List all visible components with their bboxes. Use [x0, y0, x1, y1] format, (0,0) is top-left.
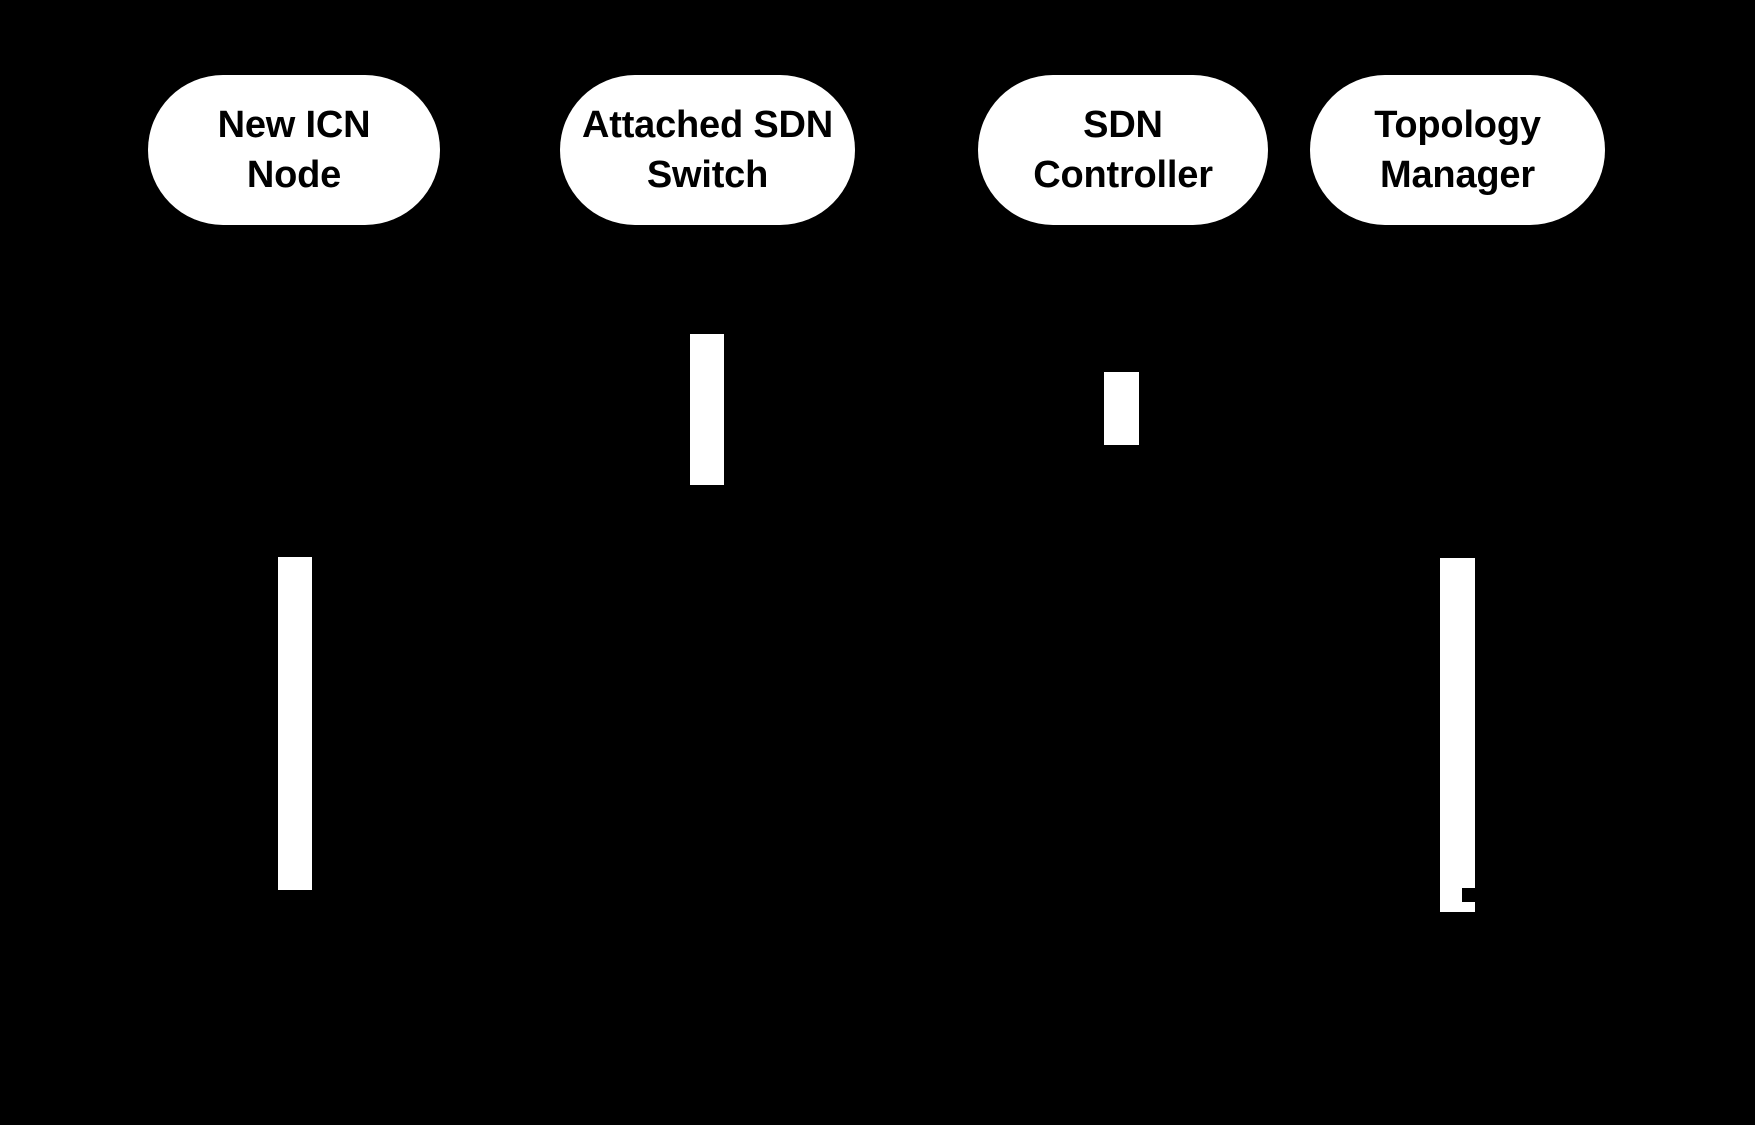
- message-arrowhead-3: [724, 437, 740, 455]
- activation-bar-sdn-controller: [1104, 372, 1139, 445]
- participant-label-line2-new-icn-node: Node: [246, 154, 342, 196]
- participant-label-line1-topology-manager: Topology: [1374, 104, 1541, 146]
- participant-label-attached-sdn-switch: Attached SDN Switch: [582, 100, 833, 200]
- message-arrowhead-5: [1424, 550, 1440, 568]
- participant-label-line1-attached-sdn-switch: Attached SDN: [582, 104, 833, 146]
- participant-label-line1-sdn-controller: SDN: [1083, 104, 1163, 146]
- participant-new-icn-node[interactable]: New ICN Node: [148, 75, 440, 225]
- lifeline-attached-sdn-switch: [707, 225, 710, 1125]
- message-arrowhead-4: [312, 477, 328, 495]
- message-line-3: [724, 445, 1104, 448]
- participant-label-line1-new-icn-node: New ICN: [217, 104, 371, 146]
- lifeline-sdn-controller: [1122, 225, 1125, 1125]
- participant-label-sdn-controller: SDN Controller: [1033, 100, 1213, 200]
- participant-label-line2-sdn-controller: Controller: [1033, 154, 1213, 196]
- message-line-2: [724, 372, 1104, 375]
- activation-bar-attached-sdn-switch: [690, 334, 724, 485]
- participant-label-line2-topology-manager: Manager: [1380, 154, 1535, 196]
- message-line-6: [312, 890, 1440, 893]
- topology-manager-return-notch-icon: [1462, 888, 1475, 902]
- message-line-5: [312, 558, 1440, 561]
- message-line-4: [312, 485, 690, 488]
- message-arrowhead-2: [1088, 364, 1104, 382]
- activation-bar-new-icn-node: [278, 557, 312, 890]
- participant-label-line2-attached-sdn-switch: Switch: [646, 154, 769, 196]
- message-line-1: [294, 334, 690, 337]
- participant-label-new-icn-node: New ICN Node: [218, 100, 371, 200]
- message-arrowhead-6: [312, 882, 328, 900]
- message-arrowhead-1: [674, 326, 690, 344]
- activation-bar-topology-manager: [1440, 558, 1475, 912]
- participant-sdn-controller[interactable]: SDN Controller: [978, 75, 1268, 225]
- participant-attached-sdn-switch[interactable]: Attached SDN Switch: [560, 75, 855, 225]
